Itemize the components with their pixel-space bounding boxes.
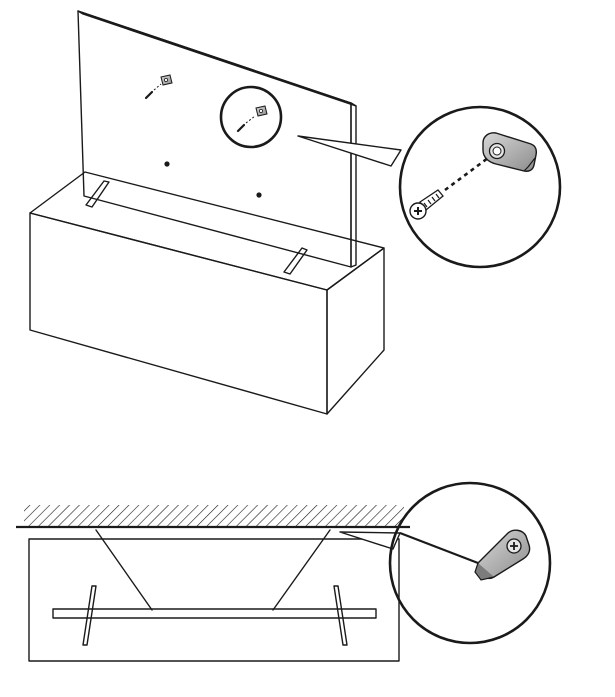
bracket-icon — [482, 132, 538, 172]
bracket-icon — [474, 529, 531, 581]
zoom-wedge — [297, 135, 402, 167]
panel-tv-on-cabinet — [29, 10, 562, 415]
bracket-icon — [160, 74, 173, 86]
panel-wall-strap-top-view — [16, 481, 552, 662]
mount-hole — [164, 161, 170, 167]
wall-strap-left — [95, 529, 153, 611]
tv-side-edge — [350, 102, 357, 268]
mount-hole — [256, 192, 262, 198]
magnifier-circle — [219, 85, 283, 149]
tv-top-view — [52, 608, 377, 619]
screw-icon — [144, 83, 162, 100]
stand-leg-left — [82, 585, 97, 646]
screw-icon — [409, 189, 444, 220]
cabinet-top-view — [28, 538, 400, 662]
zoom-wedge — [339, 531, 401, 550]
tv-stand-leg-right — [283, 247, 308, 275]
zoom-circle — [398, 105, 562, 269]
screw-icon — [236, 115, 256, 133]
stand-leg-right — [333, 585, 348, 646]
screw-guide-line — [444, 156, 489, 192]
wall-strap-right — [272, 529, 331, 611]
tv-stand-leg-left — [85, 180, 110, 208]
wall-hatching — [24, 505, 404, 527]
bracket-icon — [255, 105, 268, 117]
zoom-circle — [388, 481, 552, 645]
cabinet-side — [326, 247, 385, 415]
cabinet-front — [29, 212, 328, 415]
